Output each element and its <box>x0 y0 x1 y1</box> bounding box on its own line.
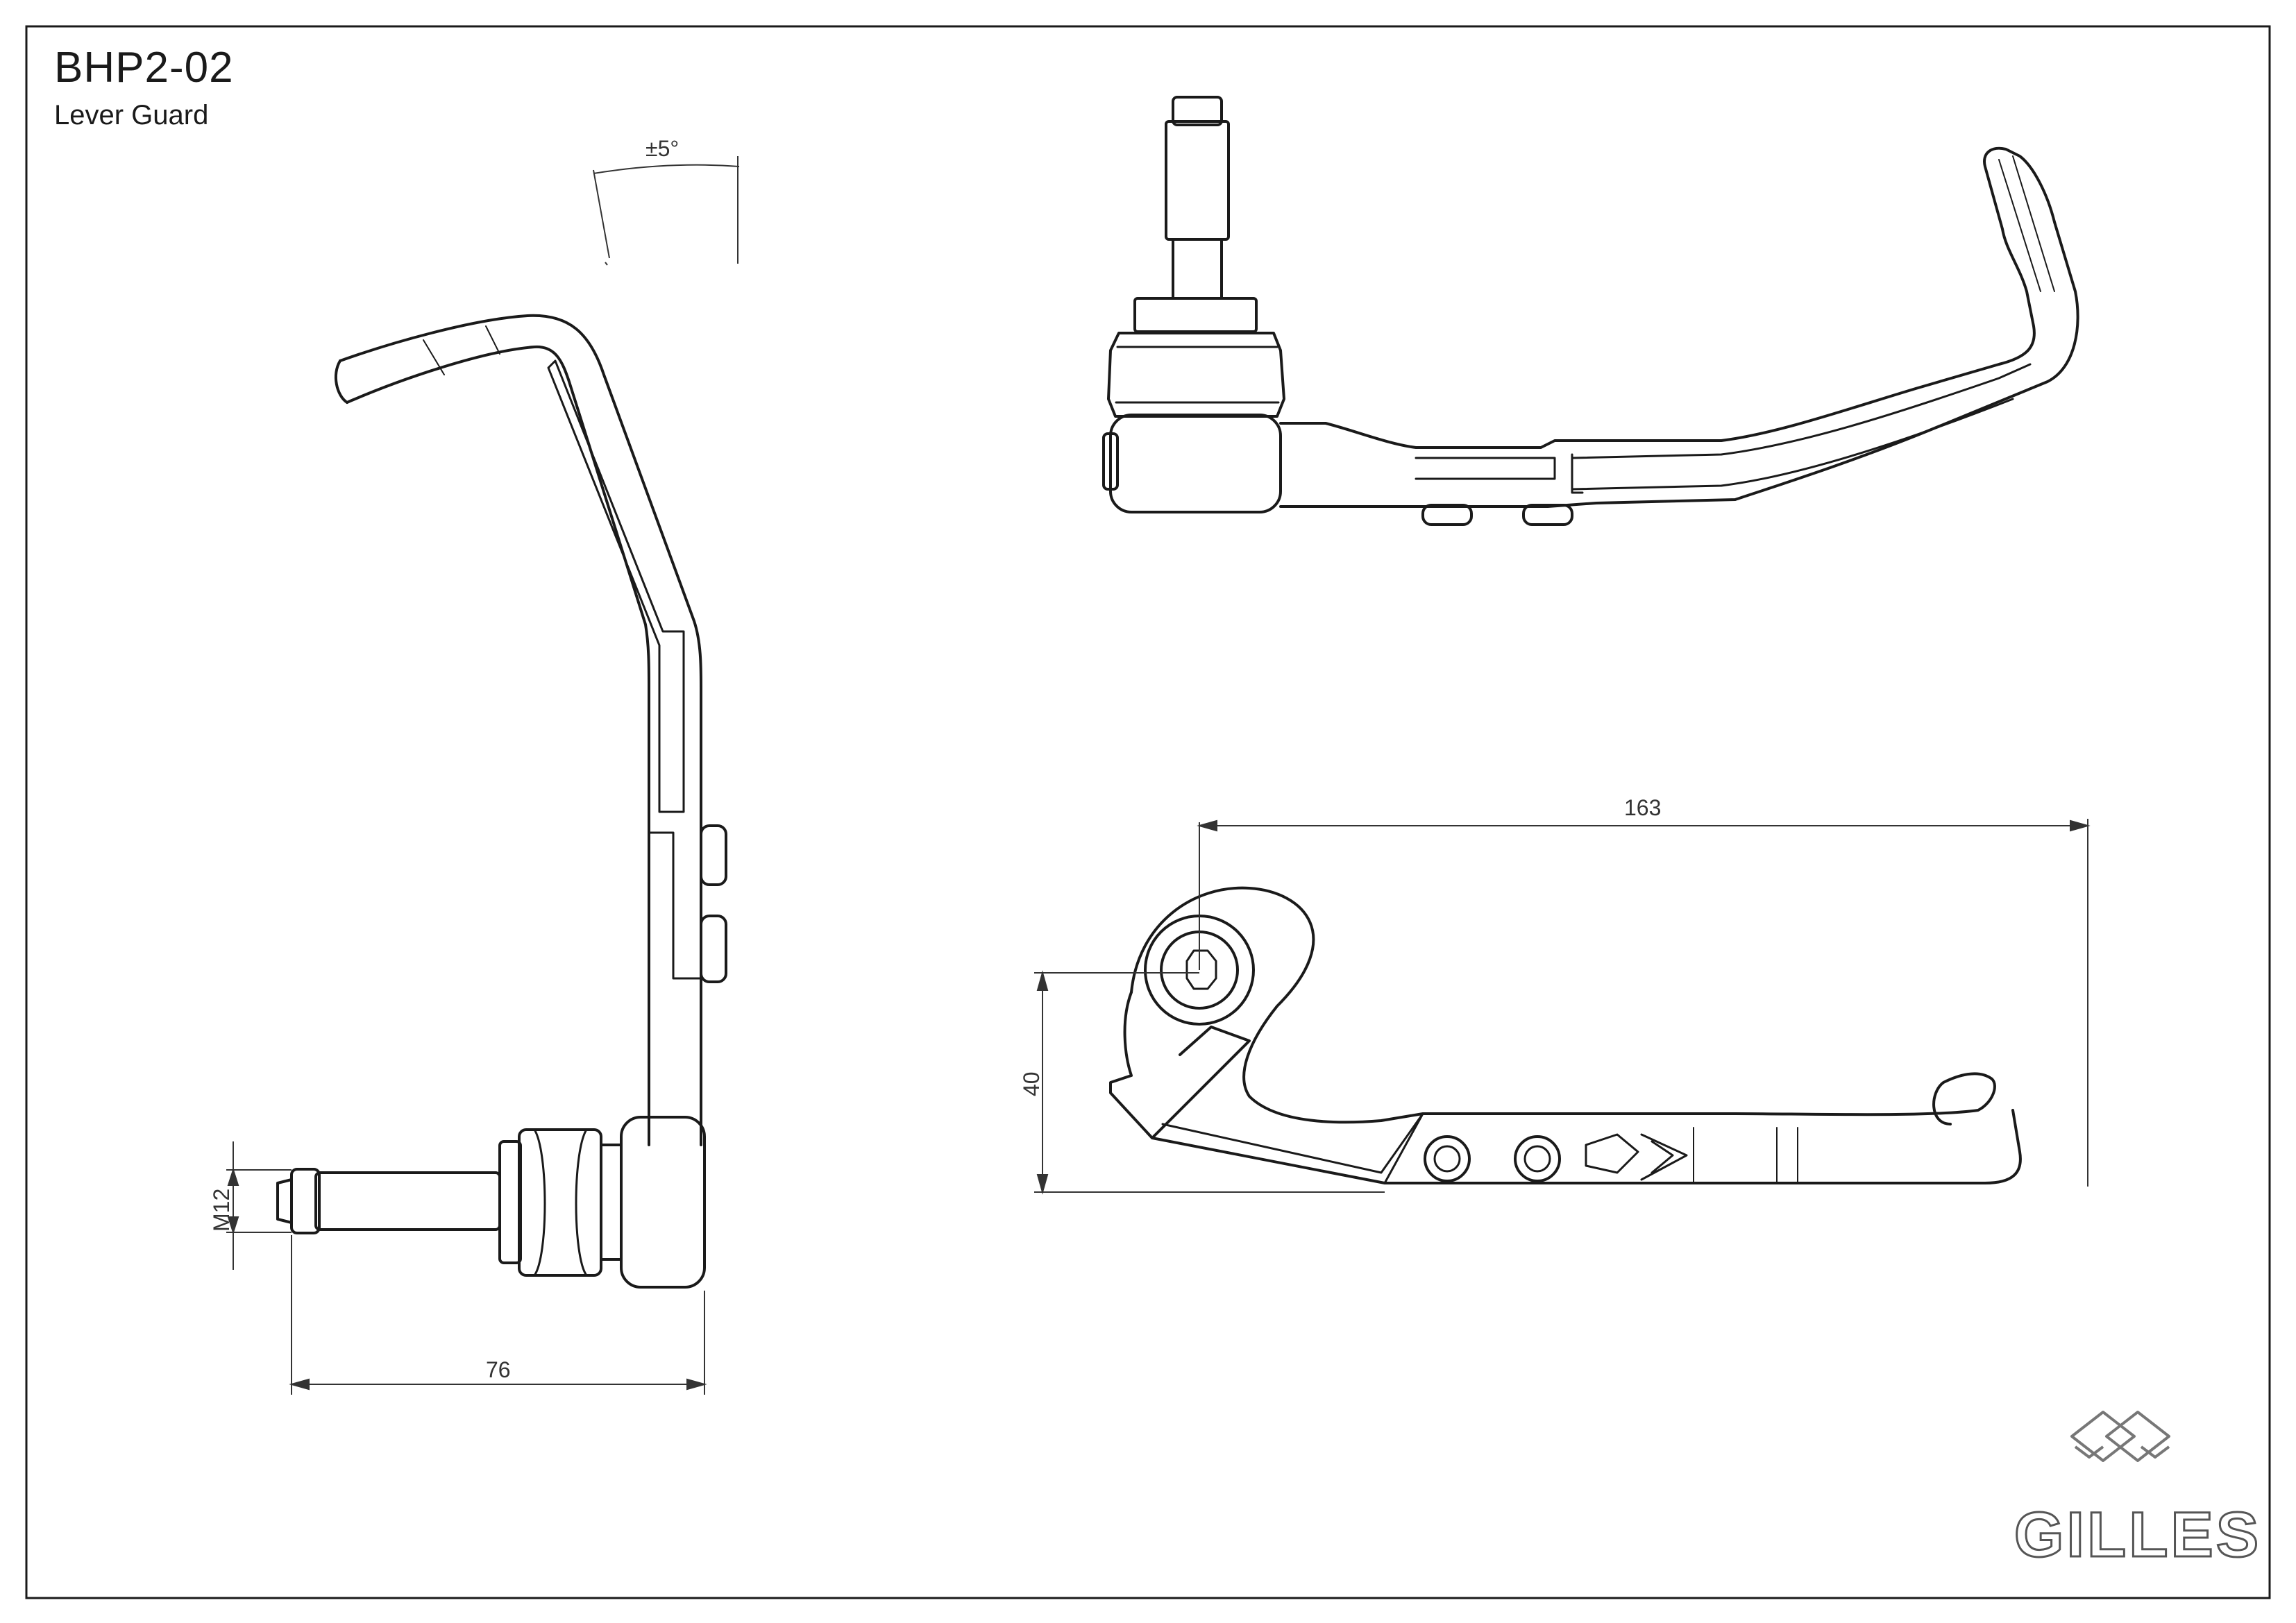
title-block: BHP2-02 Lever Guard <box>54 43 234 133</box>
height-dimension-label: 40 <box>1019 1071 1044 1096</box>
angle-dimension-label: ±5° <box>645 136 679 161</box>
gilles-logo-icon <box>2070 1411 2170 1462</box>
side-view <box>276 314 727 1289</box>
side-view-dimensions <box>226 156 740 1395</box>
length-dimension-label: 163 <box>1624 795 1661 820</box>
front-view-dimensions <box>1034 819 2091 1195</box>
top-view <box>1102 96 2079 526</box>
thread-dimension-label: M12 <box>209 1189 234 1232</box>
brand-logo-text: GILLES <box>2013 1499 2262 1572</box>
drawing-border <box>25 25 2271 1599</box>
depth-dimension-label: 76 <box>486 1357 511 1382</box>
part-number: BHP2-02 <box>54 44 234 92</box>
front-view <box>1109 886 2022 1184</box>
part-name: Lever Guard <box>54 100 209 130</box>
